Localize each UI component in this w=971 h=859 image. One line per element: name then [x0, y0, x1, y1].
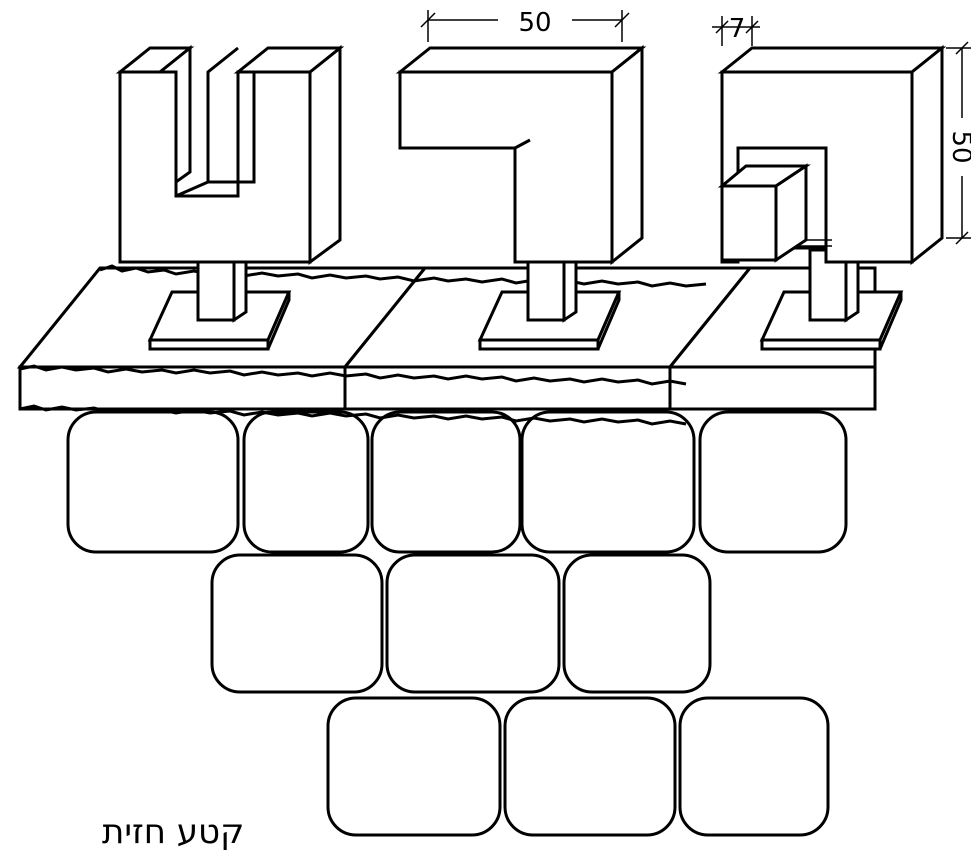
rough-edge	[19, 404, 687, 426]
pedestal-3	[759, 248, 904, 351]
dimension-label-height: 50	[946, 130, 971, 163]
rough-edge	[19, 364, 687, 386]
wall-stone	[678, 696, 830, 837]
letter-depth-face	[610, 44, 644, 266]
base-plate-edge	[760, 338, 882, 351]
letter-inner-edge	[514, 138, 531, 150]
drawing-caption: קטע חזית	[102, 812, 245, 852]
dimension-label-width: 50	[518, 8, 551, 38]
wall-stone	[370, 410, 522, 554]
rough-edge	[99, 264, 707, 288]
letter-leg-front	[720, 184, 778, 262]
coping-slab-front	[343, 365, 672, 411]
coping-slabs	[16, 264, 877, 426]
dimension-label-depth: 7	[729, 14, 746, 44]
wall-stone	[698, 410, 848, 554]
wall-stone	[562, 553, 712, 694]
letter-front-face	[398, 70, 614, 264]
coping-slab-front	[668, 365, 877, 411]
wall-stone	[242, 410, 370, 554]
letter-top-face	[395, 46, 647, 74]
base-plate-side	[596, 291, 621, 350]
base-plate-edge	[478, 338, 600, 351]
base-plate-side	[878, 291, 903, 350]
letter-tet	[115, 44, 345, 265]
dimension-width: 50	[420, 8, 630, 42]
wall-stone	[66, 410, 240, 554]
wall-stone	[326, 696, 502, 837]
letter-inner-edge	[206, 46, 239, 182]
stone-wall	[66, 410, 848, 837]
base-plate-edge	[148, 338, 270, 351]
pedestal-2	[477, 248, 622, 351]
letter-he	[717, 44, 947, 266]
wall-stone	[210, 553, 384, 694]
dimension-depth: 7	[712, 14, 760, 46]
letter-depth-face	[308, 44, 342, 265]
dimension-height: 50	[946, 41, 971, 245]
wall-stone	[503, 696, 677, 837]
letter-top-face	[717, 46, 947, 74]
letter-inner-edge	[175, 72, 256, 198]
pedestal-1	[147, 248, 292, 351]
letter-final-kaf	[395, 44, 647, 266]
wall-stone	[385, 553, 561, 694]
letter-front-face	[118, 70, 312, 264]
letter-depth-face	[910, 44, 944, 266]
wall-stone	[520, 410, 696, 554]
base-plate-side	[266, 291, 291, 350]
